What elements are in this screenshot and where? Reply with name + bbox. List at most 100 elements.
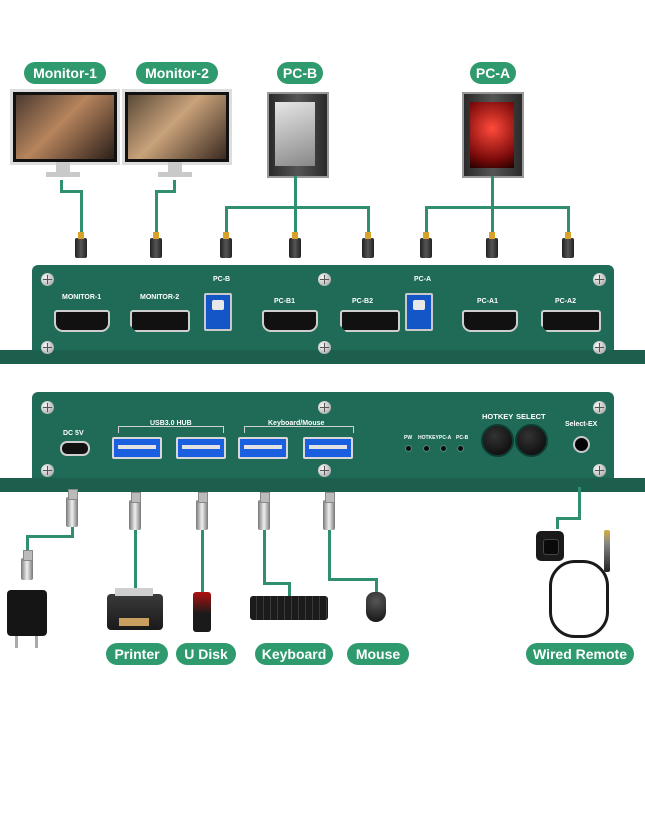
cable [367,206,370,234]
usb-a-port-hub-1 [112,437,162,459]
usb-a-port-mouse [303,437,353,459]
usb-b-plug [220,232,232,258]
back-label-usb-hub: USB3.0 HUB [150,420,192,427]
screw [318,341,331,354]
usb-b-plug [420,232,432,258]
monitor-2-stand [168,162,182,172]
front-panel-base [0,350,645,364]
front-label-monitor-2: MONITOR-2 [140,294,180,301]
cable [567,206,570,234]
cable [155,190,176,193]
cable [288,582,291,596]
hdmi-port-pc-a1 [462,310,518,332]
cable [60,180,63,192]
usb-b-port-pc-a [405,293,433,331]
usb-a-plug-udisk [196,492,208,530]
hotkey-button[interactable] [481,424,514,457]
screw [318,464,331,477]
front-label-pc-b2: PC-B2 [352,298,374,305]
monitor-2-image [122,89,232,165]
led-pc-a [440,445,447,452]
hdmi-plug [486,232,498,258]
hdmi-plug [75,232,87,258]
led-label-pc-b: PC-B [456,435,469,441]
pc-a-tower-image [462,92,524,178]
front-label-pc-b1: PC-B1 [274,298,296,305]
select-ex-jack [573,436,590,453]
cable [328,578,378,581]
screw [593,273,606,286]
power-adapter-image [7,590,47,636]
cable [375,578,378,592]
led-pw [405,445,412,452]
back-label-hotkey: HOTKEY [482,412,514,421]
cable [263,582,291,585]
adapter-prong [35,636,38,648]
hdmi-plug [150,232,162,258]
hdmi-port-monitor-1 [54,310,110,332]
hdmi-port-pc-b1 [262,310,318,332]
led-label-hotkey: HOTKEY [418,435,439,441]
mouse-image [366,592,386,622]
cable [425,206,570,209]
screw [318,401,331,414]
screw [593,464,606,477]
usb-a-port-keyboard [238,437,288,459]
led-label-pc-a: PC-A [439,435,452,441]
cable [173,180,176,192]
dp-plug [562,232,574,258]
cable [556,517,559,529]
front-label-monitor-1: MONITOR-1 [62,294,102,301]
audio-jack-plug [604,530,610,572]
udisk-image [193,592,211,632]
dp-port-monitor-2 [130,310,190,332]
cable [294,176,297,208]
cable [294,206,297,234]
cable [425,206,428,234]
hdmi-plug [289,232,301,258]
cable [491,176,494,208]
usb-a-port-hub-2 [176,437,226,459]
pc-a-label: PC-A [470,62,516,84]
screw [593,341,606,354]
printer-label: Printer [106,643,168,665]
screw [41,401,54,414]
monitor-2-label: Monitor-2 [136,62,218,84]
printer-image [107,588,163,630]
keyboard-image [250,596,328,620]
front-label-pc-a2: PC-A2 [555,298,577,305]
dp-port-pc-a2 [541,310,601,332]
screw [41,464,54,477]
wired-remote-label: Wired Remote [526,643,634,665]
pc-b-tower-image [267,92,329,178]
cable [134,530,137,594]
monitor-1-base [46,172,80,177]
monitor-2-base [158,172,192,177]
back-label-dc-5v: DC 5V [63,430,84,437]
cable [578,487,581,519]
monitor-1-stand [56,162,70,172]
dp-port-pc-b2 [340,310,400,332]
led-pc-b [457,445,464,452]
usb-a-plug-mouse [323,492,335,530]
keyboard-label: Keyboard [255,643,333,665]
screw [41,273,54,286]
cable [71,527,74,537]
cable [80,190,83,235]
led-label-pw: PW [404,435,413,441]
select-button[interactable] [515,424,548,457]
cable [225,206,370,209]
back-panel-base [0,478,645,492]
wired-remote-cable-loop [549,560,609,638]
usb-c-power-plug [66,489,78,527]
screw [593,401,606,414]
cable [263,530,266,585]
usb-hub-bracket [118,426,224,433]
udisk-label: U Disk [176,643,236,665]
cable [26,535,29,557]
cable [60,190,82,193]
led-hotkey [423,445,430,452]
mouse-label: Mouse [347,643,409,665]
usb-a-plug-printer [129,492,141,530]
wired-remote-button-image [536,531,564,561]
